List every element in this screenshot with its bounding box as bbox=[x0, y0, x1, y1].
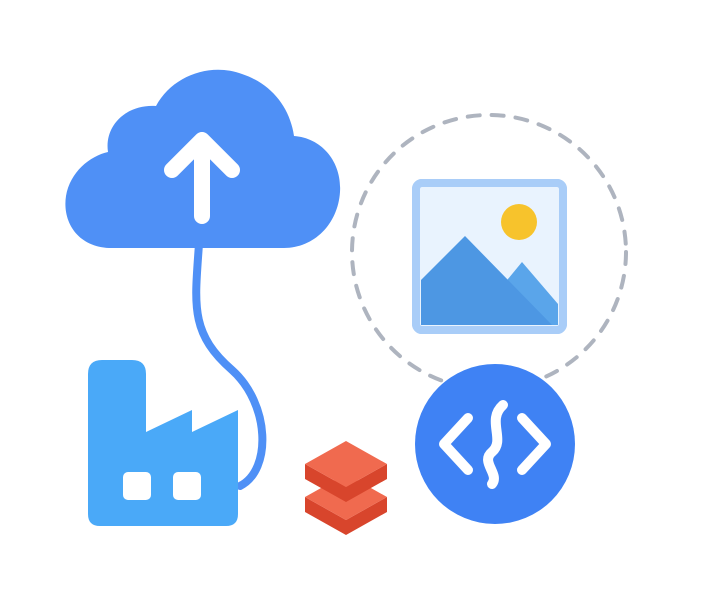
upload-arrow-icon bbox=[164, 132, 240, 224]
factory-window-left bbox=[123, 472, 151, 500]
mountain-front bbox=[421, 236, 552, 325]
code-wave-slash bbox=[483, 400, 508, 489]
factory-window-right bbox=[173, 472, 201, 500]
connector-line bbox=[192, 224, 267, 490]
sun-icon bbox=[501, 204, 537, 240]
layers-bottom-front bbox=[305, 497, 387, 535]
code-right-bracket bbox=[517, 413, 551, 475]
image-icon bbox=[412, 179, 567, 334]
layers-top-front bbox=[305, 464, 387, 502]
image-frame-border bbox=[412, 179, 567, 334]
factory-icon bbox=[88, 360, 238, 526]
cloud-upload-icon bbox=[65, 69, 341, 248]
code-icon bbox=[415, 364, 575, 524]
code-left-bracket bbox=[439, 413, 473, 475]
layers-icon bbox=[305, 441, 387, 535]
factory-building bbox=[88, 360, 238, 526]
layers-top-top bbox=[305, 441, 387, 487]
